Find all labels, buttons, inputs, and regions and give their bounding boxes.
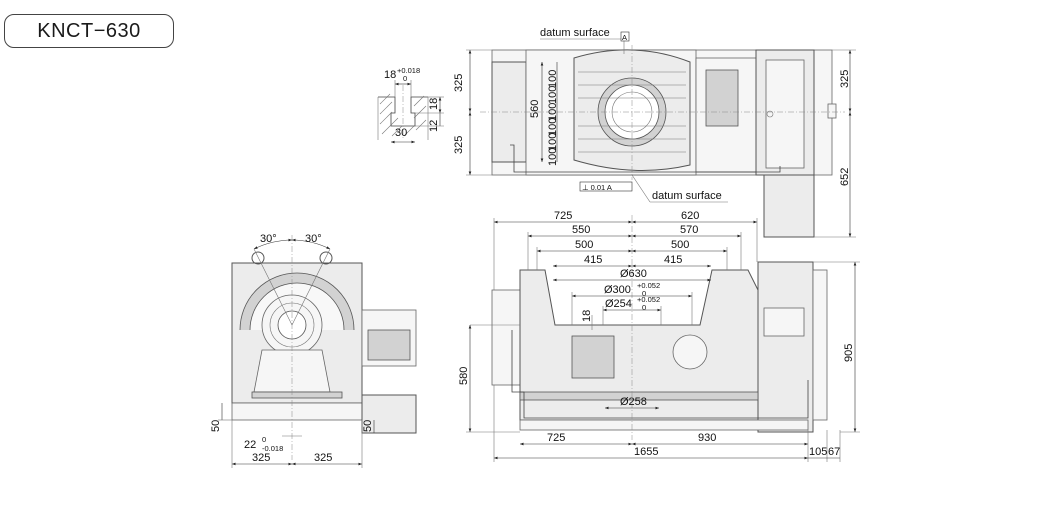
datum-surface-label-top: datum surface <box>540 27 610 39</box>
tslot-detail: 18 +0.018 0 30 18 12 <box>377 66 444 144</box>
tslot-width-tol-lower: 0 <box>403 74 407 83</box>
overall-length: 1655 <box>634 446 658 458</box>
front-row2-left: 550 <box>572 224 590 236</box>
bore2-diameter: Ø254 <box>605 298 632 310</box>
angle-right: 30° <box>305 233 322 245</box>
bore1-tol-upper: +0.052 <box>637 281 660 290</box>
side-half-right: 325 <box>314 452 332 464</box>
table-diameter: Ø630 <box>620 268 647 280</box>
slot-pitch-1: 100 <box>547 70 559 88</box>
datum-ref-a: A <box>622 33 627 42</box>
key-tol-lower: -0.018 <box>262 444 283 453</box>
slot-pitch-3: 100 <box>547 103 559 121</box>
key-width: 22 <box>244 439 256 451</box>
slot-pitch-6: 100 <box>547 148 559 166</box>
front-row3-right: 500 <box>671 239 689 251</box>
side-base-height-right: 50 <box>362 420 374 432</box>
bore2-tol-upper: +0.052 <box>637 295 660 304</box>
model-name-badge: KNCT−630 <box>4 14 174 48</box>
overall-height: 905 <box>843 344 855 362</box>
datum-surface-label-bottom: datum surface <box>652 190 722 202</box>
front-slot-18: 18 <box>581 310 593 322</box>
top-right-half-dim-2: 325 <box>839 70 851 88</box>
front-row3-left: 500 <box>575 239 593 251</box>
top-view: 325 325 325 652 560 100 100 100 100 100 … <box>453 27 856 238</box>
tslot-depth-bottom: 12 <box>428 120 440 132</box>
slot-pitch-2: 100 <box>547 86 559 104</box>
tslot-width: 18 <box>384 69 396 81</box>
bore1-tol-lower: 0 <box>642 289 646 298</box>
end-dim-a: 105 <box>809 446 827 458</box>
table-width-dim: 560 <box>529 100 541 118</box>
center-height: 580 <box>458 367 470 385</box>
slot-pitch-5: 100 <box>547 133 559 151</box>
front-row4-right: 415 <box>664 254 682 266</box>
front-top-right: 620 <box>681 210 699 222</box>
side-base-height: 50 <box>210 420 222 432</box>
bottom-bore-diameter: Ø258 <box>620 396 647 408</box>
tail-length-dim: 652 <box>839 168 851 186</box>
slot-pitch-4: 100 <box>547 118 559 136</box>
end-dim-b: 67 <box>828 446 840 458</box>
tslot-width-tol-upper: +0.018 <box>397 66 420 75</box>
front-view: 725 620 550 570 500 500 415 415 Ø630 Ø30… <box>458 210 860 462</box>
front-row4-left: 415 <box>584 254 602 266</box>
tslot-bottom-width: 30 <box>395 127 407 139</box>
tslot-depth-top: 18 <box>428 98 440 110</box>
front-bottom-right: 930 <box>698 432 716 444</box>
side-view: 30° 30° 50 50 22 0 -0.018 325 325 <box>210 233 417 468</box>
front-row2-right: 570 <box>680 224 698 236</box>
flatness-frame: ⊥ 0.01 A <box>582 183 612 192</box>
top-left-half-dim: 325 <box>453 74 465 92</box>
bore2-tol-lower: 0 <box>642 303 646 312</box>
bore1-diameter: Ø300 <box>604 284 631 296</box>
front-bottom-left: 725 <box>547 432 565 444</box>
front-top-left: 725 <box>554 210 572 222</box>
top-right-half-dim: 325 <box>453 136 465 154</box>
side-half-left: 325 <box>252 452 270 464</box>
key-tol-upper: 0 <box>262 435 266 444</box>
angle-left: 30° <box>260 233 277 245</box>
